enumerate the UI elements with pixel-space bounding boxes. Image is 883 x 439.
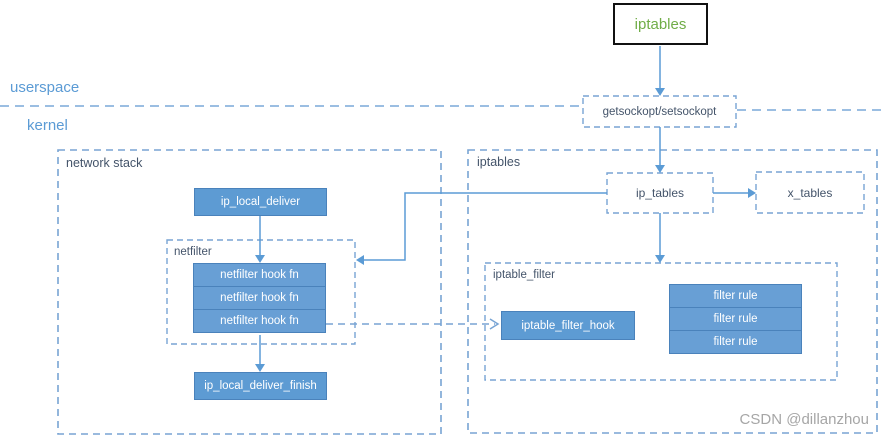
netfilter-hook-stack: netfilter hook fn netfilter hook fn netf…	[193, 263, 326, 333]
arrow-getsockopt-to-ip-tables	[655, 127, 665, 173]
node-filter-rule-2: filter rule	[669, 307, 802, 331]
node-netfilter-hook-fn-1: netfilter hook fn	[193, 263, 326, 287]
node-iptable-filter-hook-label: iptable_filter_hook	[521, 319, 615, 332]
x-tables-node-border	[755, 171, 865, 214]
arrow-netfilter-hooks-to-ip-local-deliver-finish	[255, 335, 265, 372]
userspace-zone-label: userspace	[10, 79, 80, 96]
node-getsockopt-label: getsockopt/setsockopt	[602, 105, 717, 118]
node-ip-local-deliver-finish-label: ip_local_deliver_finish	[204, 380, 317, 392]
filter-rule-stack: filter rule filter rule filter rule	[669, 284, 802, 354]
network-stack-container-label: network stack	[66, 156, 143, 170]
node-iptable-filter-hook: iptable_filter_hook	[501, 311, 635, 340]
node-ip-local-deliver-label: ip_local_deliver	[220, 196, 301, 208]
iptables-kernel-container-label: iptables	[477, 155, 521, 169]
kernel-zone-label: kernel	[27, 117, 68, 134]
node-netfilter-hook-fn-3: netfilter hook fn	[193, 309, 326, 333]
node-filter-rule-1: filter rule	[669, 284, 802, 308]
node-getsockopt: getsockopt/setsockopt	[583, 96, 736, 127]
arrow-ip-tables-to-netfilter	[356, 192, 607, 265]
node-ip-tables-label: ip_tables	[635, 186, 685, 200]
node-x-tables: x_tables	[756, 172, 864, 213]
arrow-ip-tables-to-x-tables	[713, 188, 756, 198]
netfilter-container-border	[166, 239, 356, 345]
node-iptables-app-label: iptables	[634, 15, 687, 33]
iptables-kernel-container-border	[467, 149, 878, 434]
node-ip-local-deliver-finish: ip_local_deliver_finish	[194, 372, 327, 400]
node-ip-local-deliver: ip_local_deliver	[194, 188, 327, 216]
dashed-arrow-hook-fn-to-iptable-filter-hook	[326, 318, 500, 330]
arrow-ip-tables-to-iptable-filter	[655, 213, 665, 263]
iptable-filter-container-label: iptable_filter	[493, 269, 556, 281]
node-x-tables-label: x_tables	[787, 185, 833, 200]
arrow-ip-local-deliver-to-netfilter-hooks	[255, 216, 265, 263]
network-stack-container-border	[57, 149, 442, 435]
node-ip-tables: ip_tables	[607, 173, 713, 213]
arrow-iptables-to-getsockopt	[655, 46, 665, 96]
node-netfilter-hook-fn-2: netfilter hook fn	[193, 286, 326, 310]
node-iptables-app: iptables	[613, 3, 708, 45]
watermark-text: CSDN @dillanzhou	[739, 411, 869, 428]
netfilter-container-label: netfilter	[174, 246, 212, 258]
node-filter-rule-3: filter rule	[669, 330, 802, 354]
iptable-filter-container-border	[484, 262, 838, 381]
